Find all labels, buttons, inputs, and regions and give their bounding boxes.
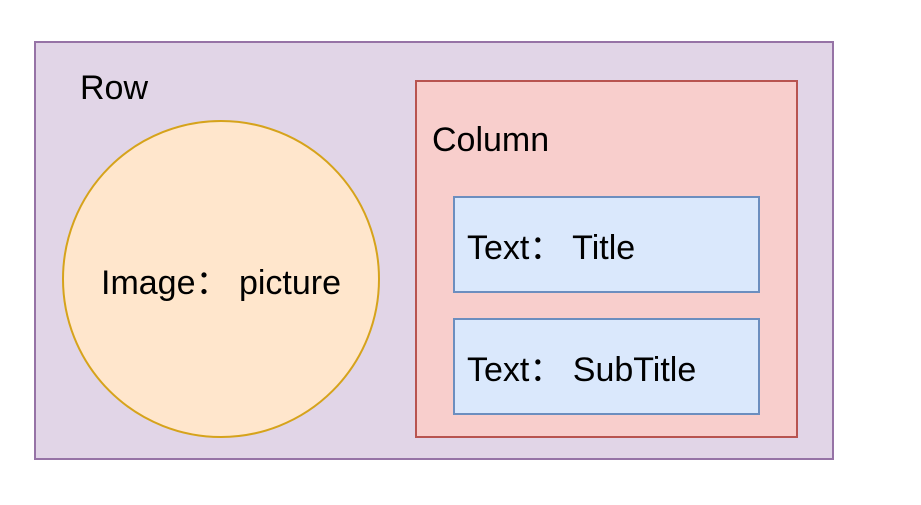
text-subtitle-node: Text： SubTitle (453, 318, 760, 415)
text-title-label: Text： Title (467, 229, 636, 267)
text-subtitle-label: Text： SubTitle (467, 351, 697, 389)
image-label: Image： picture (101, 263, 341, 302)
image-node: Image： picture (62, 120, 380, 438)
text-title-node: Text： Title (453, 196, 760, 293)
column-label: Column (432, 121, 550, 159)
row-label: Row (80, 69, 149, 107)
